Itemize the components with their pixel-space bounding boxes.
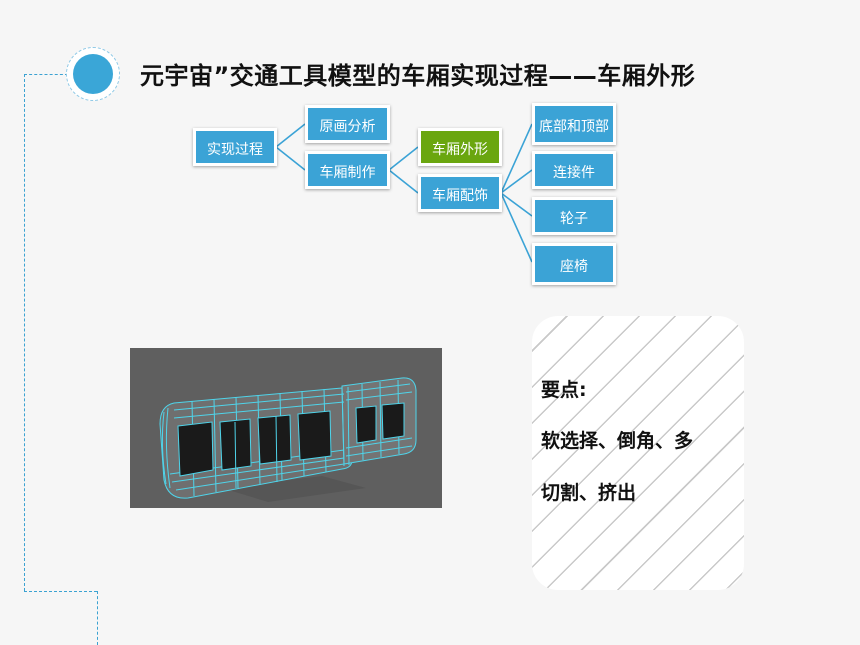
tree-node-carriage-accessories[interactable]: 车厢配饰: [418, 174, 502, 212]
connector-accessories-to-seats: [500, 192, 533, 263]
connector-root-to-production: [275, 146, 306, 171]
connector-production-to-shape: [388, 146, 419, 171]
decor-dashed-line-top: [24, 74, 68, 75]
key-points-heading: 要点:: [541, 379, 587, 401]
decor-dashed-line-left: [24, 74, 25, 591]
key-points-line-1: 软选择、倒角、多: [541, 430, 694, 452]
tree-node-bottom-and-top[interactable]: 底部和顶部: [532, 103, 616, 145]
connector-accessories-to-wheels: [500, 192, 533, 217]
tree-node-root[interactable]: 实现过程: [193, 128, 277, 166]
tree-node-wheels[interactable]: 轮子: [532, 197, 616, 235]
train-carriage-wireframe-icon: [159, 377, 417, 502]
tree-node-carriage-shape[interactable]: 车厢外形: [418, 128, 502, 166]
page-title: 元宇宙”交通工具模型的车厢实现过程——车厢外形: [140, 62, 696, 90]
connector-accessories-to-bottom-top: [500, 123, 533, 194]
circle-bullet-icon: [73, 54, 113, 94]
connector-accessories-to-connector: [500, 169, 533, 194]
tree-node-connector[interactable]: 连接件: [532, 151, 616, 189]
model-viewport: [130, 348, 442, 508]
decor-dashed-line-bottom: [24, 591, 97, 592]
connector-root-to-analysis: [275, 123, 306, 148]
tree-node-carriage-production[interactable]: 车厢制作: [305, 151, 390, 189]
tree-node-concept-analysis[interactable]: 原画分析: [305, 105, 390, 143]
key-points-card: [532, 316, 744, 590]
decor-dashed-line-foot: [97, 591, 98, 645]
connector-production-to-accessories: [388, 169, 419, 194]
key-points-line-2: 切割、挤出: [541, 482, 637, 504]
tree-node-seats[interactable]: 座椅: [532, 243, 616, 285]
